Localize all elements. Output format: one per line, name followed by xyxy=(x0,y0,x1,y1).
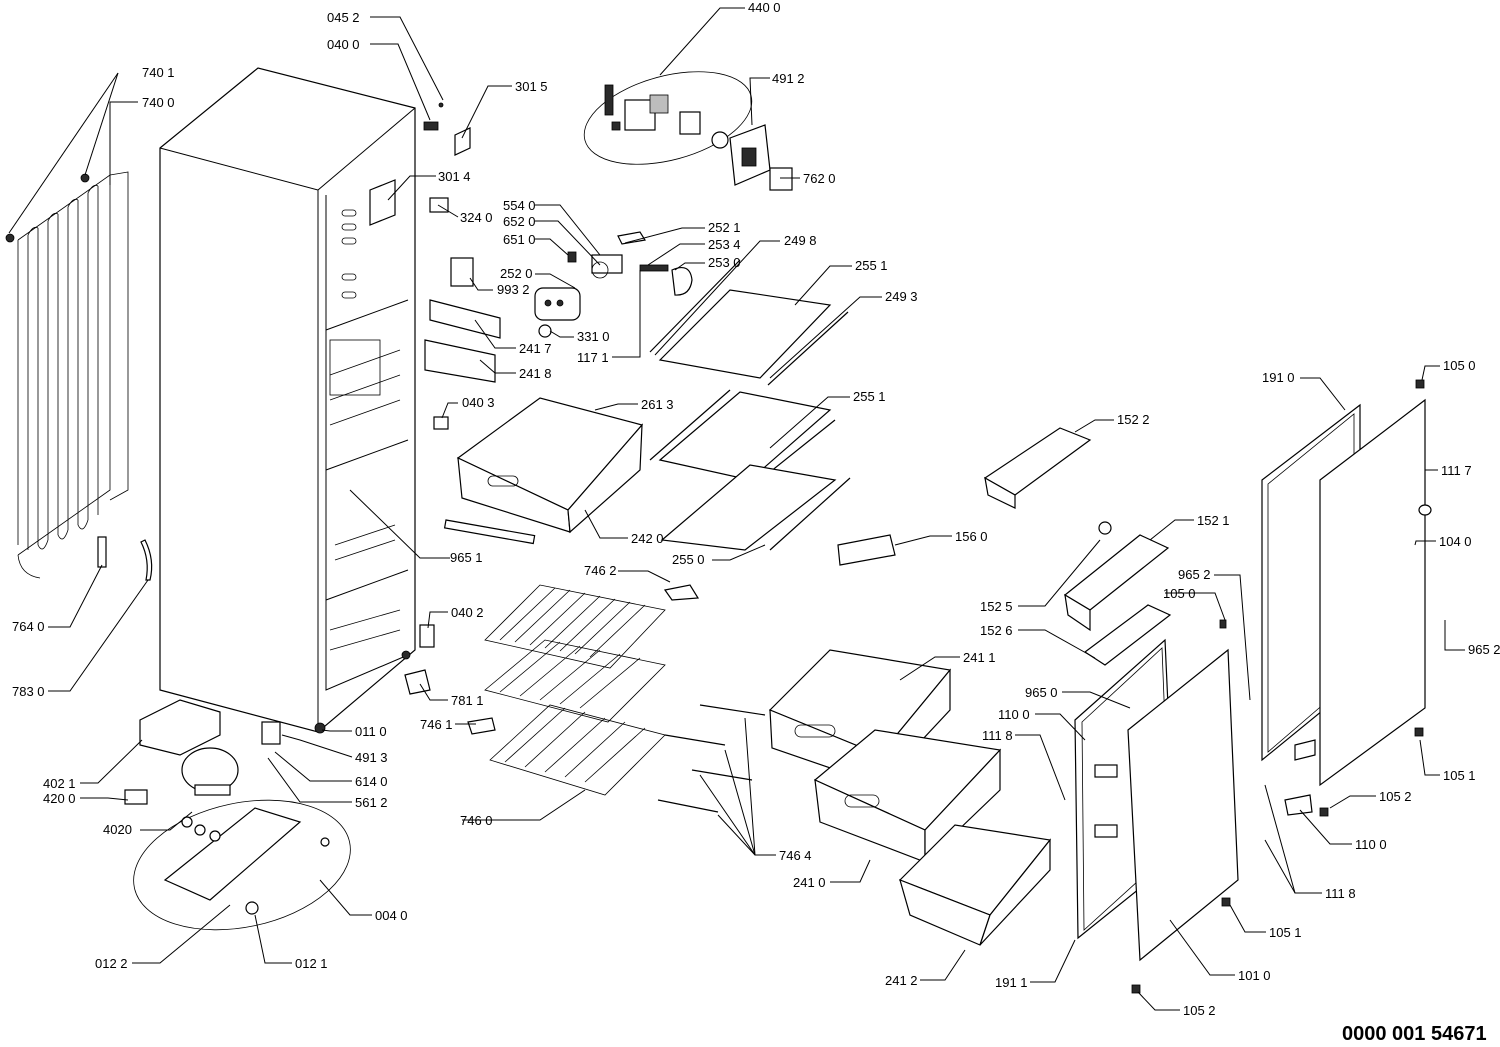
callout-label: 105 1 xyxy=(1269,925,1302,940)
callout-label: 101 0 xyxy=(1238,968,1271,983)
callout-label: 301 5 xyxy=(515,79,548,94)
callout-label: 252 0 xyxy=(500,266,533,281)
callout-label: 249 8 xyxy=(784,233,817,248)
callout-label: 241 7 xyxy=(519,341,552,356)
callout-label: 965 0 xyxy=(1025,685,1058,700)
callout-label: 111 8 xyxy=(1325,886,1356,901)
callout-label: 301 4 xyxy=(438,169,471,184)
callout-label: 040 2 xyxy=(451,605,484,620)
callout-label: 012 1 xyxy=(295,956,328,971)
callout-label: 261 3 xyxy=(641,397,674,412)
callout-label: 152 2 xyxy=(1117,412,1150,427)
callout-label: 255 0 xyxy=(672,552,705,567)
condenser-coil xyxy=(5,171,129,579)
callout-label: 156 0 xyxy=(955,529,988,544)
callout-label: 105 0 xyxy=(1163,586,1196,601)
control-cluster xyxy=(583,71,793,191)
callout-label: 746 2 xyxy=(584,563,617,578)
callout-label: 110 0 xyxy=(998,707,1030,722)
upper-door xyxy=(1131,379,1432,994)
callout-label: 255 1 xyxy=(853,389,886,404)
callout-label: 554 0 xyxy=(503,198,536,213)
callout-label: 491 2 xyxy=(772,71,805,86)
callout-labels: 045 2 040 0 301 5 440 0 491 2 762 0 740 … xyxy=(12,0,1500,1018)
callout-label: 045 2 xyxy=(327,10,360,25)
callout-label: 331 0 xyxy=(577,329,610,344)
callout-label: 740 1 xyxy=(142,65,175,80)
callout-label: 104 0 xyxy=(1439,534,1472,549)
callout-label: 253 0 xyxy=(708,255,741,270)
thermostat-assembly xyxy=(424,231,693,430)
callout-label: 255 1 xyxy=(855,258,888,273)
callout-label: 764 0 xyxy=(12,619,45,634)
callout-label: 011 0 xyxy=(355,724,387,739)
callout-label: 965 1 xyxy=(450,550,483,565)
callout-label: 4020 xyxy=(103,822,132,837)
callout-label: 402 1 xyxy=(43,776,76,791)
callout-label: 652 0 xyxy=(503,214,536,229)
glass-shelves xyxy=(443,259,851,551)
freezer-drawers xyxy=(768,649,1052,946)
callout-label: 241 2 xyxy=(885,973,918,988)
callout-label: 324 0 xyxy=(460,210,493,225)
callout-label: 651 0 xyxy=(503,232,536,247)
callout-label: 105 2 xyxy=(1183,1003,1216,1018)
callout-label: 040 3 xyxy=(462,395,495,410)
callout-label: 191 0 xyxy=(1262,370,1295,385)
callout-label: 440 0 xyxy=(748,0,781,15)
callout-label: 191 1 xyxy=(995,975,1028,990)
callout-label: 746 1 xyxy=(420,717,453,732)
callout-label: 561 2 xyxy=(355,795,388,810)
compressor-assembly xyxy=(124,699,351,931)
callout-label: 152 6 xyxy=(980,623,1013,638)
lower-door xyxy=(1074,638,1239,962)
callout-label: 040 0 xyxy=(327,37,360,52)
freezer-baskets xyxy=(404,584,766,813)
callout-label: 110 0 xyxy=(1355,837,1387,852)
callout-label: 241 1 xyxy=(963,650,996,665)
callout-label: 105 2 xyxy=(1379,789,1412,804)
callout-label: 614 0 xyxy=(355,774,388,789)
callout-label: 253 4 xyxy=(708,237,741,252)
document-code: 0000 001 54671 xyxy=(1342,1023,1487,1045)
callout-label: 241 8 xyxy=(519,366,552,381)
callout-label: 105 1 xyxy=(1443,768,1476,783)
callout-label: 993 2 xyxy=(497,282,530,297)
drain-tube xyxy=(97,536,153,581)
door-balconies xyxy=(837,427,1172,666)
callout-label: 004 0 xyxy=(375,908,408,923)
callout-label: 249 3 xyxy=(885,289,918,304)
callout-label: 965 2 xyxy=(1468,642,1500,657)
callout-label: 111 8 xyxy=(982,728,1013,743)
callout-label: 012 2 xyxy=(95,956,128,971)
callout-label: 152 1 xyxy=(1197,513,1230,528)
callout-label: 762 0 xyxy=(803,171,836,186)
callout-label: 252 1 xyxy=(708,220,741,235)
callout-label: 152 5 xyxy=(980,599,1013,614)
top-hinge xyxy=(369,102,471,226)
callout-label: 242 0 xyxy=(631,531,664,546)
callout-label: 740 0 xyxy=(142,95,175,110)
callout-label: 241 0 xyxy=(793,875,826,890)
leader-lines xyxy=(8,7,1465,1011)
callout-label: 746 4 xyxy=(779,848,812,863)
callout-label: 105 0 xyxy=(1443,358,1476,373)
callout-label: 420 0 xyxy=(43,791,76,806)
callout-label: 965 2 xyxy=(1178,567,1211,582)
callout-label: 783 0 xyxy=(12,684,45,699)
crisper-drawer-242 xyxy=(456,397,644,534)
callout-label: 781 1 xyxy=(451,693,484,708)
callout-label: 491 3 xyxy=(355,750,388,765)
callout-label: 111 7 xyxy=(1441,463,1472,478)
cabinet-body xyxy=(159,67,416,734)
callout-label: 117 1 xyxy=(577,350,609,365)
callout-label: 746 0 xyxy=(460,813,493,828)
